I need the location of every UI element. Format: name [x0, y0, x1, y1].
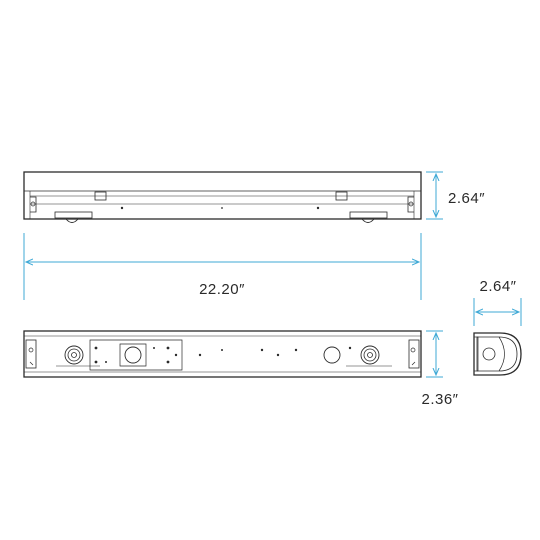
bottom-height-dimension: 2.36″	[421, 330, 458, 408]
bottom-height-label: 2.36″	[421, 391, 458, 408]
end-width-dimension: 2.64″	[473, 278, 522, 326]
bottom-view	[23, 330, 422, 378]
end-width-label: 2.64″	[479, 278, 516, 295]
front-view	[23, 171, 422, 223]
length-dimension: 22.20″	[23, 233, 422, 300]
front-height-dimension: 2.64″	[426, 171, 485, 220]
front-height-label: 2.64″	[448, 190, 485, 207]
end-view	[473, 332, 522, 376]
length-label: 22.20″	[199, 281, 245, 298]
